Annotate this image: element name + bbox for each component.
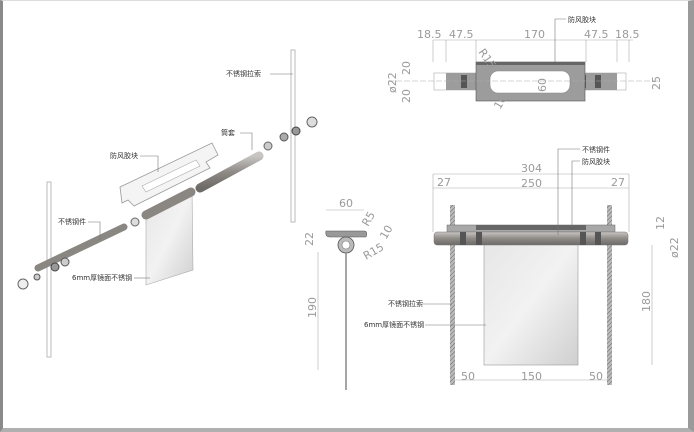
dimension-label: 10 (377, 223, 395, 242)
label-front-plate: 6mm厚镜面不锈钢 (364, 320, 424, 329)
dimension-label: 25 (650, 76, 663, 90)
dimension-label: 60 (536, 78, 549, 92)
section-view: 60 R5 22 10 R15 190 (303, 197, 396, 390)
steel-rod (34, 223, 128, 272)
dimension-label: 47.5 (584, 28, 609, 41)
dimension-label: 27 (437, 176, 451, 189)
dimension-label: 47.5 (449, 28, 474, 41)
dimension-label: 18.5 (417, 28, 442, 41)
label-wind-block: 防风胶块 (110, 151, 138, 160)
label-steel-part: 不锈钢件 (58, 217, 86, 226)
mirror-plate-front (483, 239, 579, 366)
dimension-label: 60 (339, 197, 353, 210)
front-view: 304 27 250 27 12 ø22 180 50 150 50 不锈钢件 … (364, 145, 681, 385)
front-rod (433, 231, 629, 246)
dimension-label: 304 (521, 162, 542, 175)
dimension-label: 180 (640, 291, 653, 312)
dimension-label: 50 (589, 370, 603, 383)
right-cable (290, 49, 296, 223)
exploded-view: 不锈钢拉索 筒套 防风胶块 不锈钢件 6mm厚镜面不锈钢 (17, 49, 318, 358)
dimension-label: 10 (491, 93, 509, 112)
label-mirror-plate: 6mm厚镜面不锈钢 (72, 273, 132, 282)
label-top-wind-block: 防风胶块 (568, 15, 596, 24)
dimension-label: 150 (521, 370, 542, 383)
plate-rod (141, 187, 196, 220)
right-cable-hatch (607, 205, 612, 385)
dimension-label: R15 (361, 241, 386, 263)
dimension-label: 190 (306, 297, 319, 318)
dimension-label: 18.5 (615, 28, 640, 41)
dimension-label: 20 (400, 61, 413, 75)
label-front-wind-block: 防风胶块 (582, 157, 610, 166)
label-cable: 不锈钢拉索 (226, 69, 261, 78)
label-front-steel-part: 不锈钢件 (582, 145, 610, 154)
label-front-cable: 不锈钢拉索 (388, 299, 423, 308)
dimension-label: 250 (521, 177, 542, 190)
dimension-label: 50 (461, 370, 475, 383)
dimension-label: 170 (524, 28, 545, 41)
dimension-label: 27 (611, 176, 625, 189)
top-view: 18.5 47.5 170 47.5 18.5 ø22 20 20 R15 60… (386, 15, 663, 112)
sleeve-tube (195, 151, 264, 193)
end-cap-icon (17, 278, 29, 290)
dimension-label: ø22 (668, 237, 681, 258)
label-sleeve: 筒套 (221, 128, 235, 137)
dimension-label: 20 (400, 89, 413, 103)
nut-icon (263, 141, 273, 151)
left-cable (46, 181, 52, 358)
left-cable-hatch (450, 205, 455, 385)
end-cap-icon (306, 116, 318, 128)
dimension-label: 22 (303, 232, 316, 246)
dimension-label: 12 (654, 216, 667, 230)
dimension-label: ø22 (386, 72, 399, 93)
dimension-label: R5 (359, 209, 378, 228)
